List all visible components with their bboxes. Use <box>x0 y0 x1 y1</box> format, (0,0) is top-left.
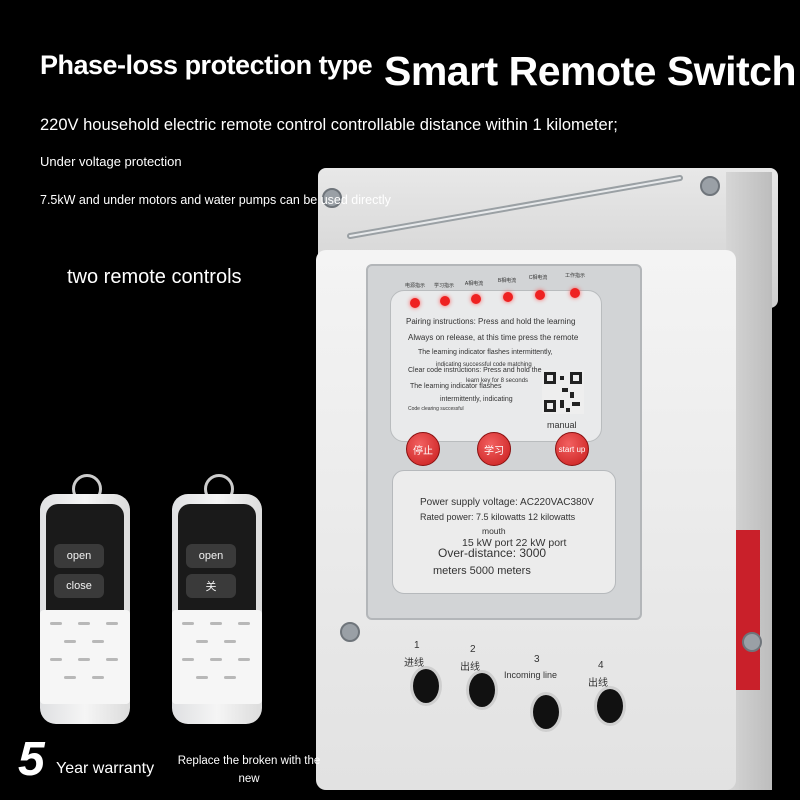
instruction-label <box>390 290 602 442</box>
screw-icon <box>700 176 720 196</box>
led-label: 学习指示 <box>433 283 454 289</box>
manual-label: manual <box>547 420 577 430</box>
warranty-number: 5 <box>18 733 45 786</box>
indicator-led <box>503 292 513 302</box>
instruction-line: indicating successful code matching <box>436 362 532 368</box>
terminal-2: 2 出线 <box>452 640 508 760</box>
learn-button[interactable]: 学习 <box>477 432 511 466</box>
led-label: 工作指示 <box>564 273 585 279</box>
feature-line-3: 7.5kW and under motors and water pumps c… <box>40 193 391 207</box>
cable-entry-hole <box>410 666 442 706</box>
spec-port: 15 kW port 22 kW port <box>462 537 567 549</box>
terminal-number: 3 <box>534 654 540 665</box>
cable-entry-hole <box>594 686 626 726</box>
spec-distance: Over-distance: 3000 <box>438 546 547 560</box>
red-sticker <box>736 530 760 690</box>
instruction-line: Code clearing successful <box>408 406 464 412</box>
spec-meters: meters 5000 meters <box>433 565 531 577</box>
indicator-led <box>440 296 450 306</box>
terminal-number: 2 <box>470 644 476 655</box>
headline-left: Phase-loss protection type <box>40 50 373 80</box>
terminal-number: 4 <box>598 660 604 671</box>
indicator-led <box>570 288 580 298</box>
feature-line-2: Under voltage protection <box>40 154 182 169</box>
remote-close-button[interactable]: close <box>54 574 104 598</box>
spec-supply: Power supply voltage: AC220VAC380V <box>420 497 594 508</box>
remote-control-2: open 关 <box>172 474 262 724</box>
terminal-label: 进线 <box>404 658 424 669</box>
antenna-icon <box>347 175 683 239</box>
instruction-line: intermittently, indicating <box>440 396 513 403</box>
terminal-4: 4 出线 <box>580 656 636 776</box>
remote-close-button[interactable]: 关 <box>186 574 236 598</box>
led-label: B相电流 <box>497 278 517 284</box>
terminal-label: 出线 <box>588 678 608 689</box>
terminal-3: 3 Incoming line <box>504 650 572 770</box>
screw-icon <box>322 188 342 208</box>
replace-text: Replace the broken with the new <box>177 755 321 786</box>
headline-right: Smart Remote Switch <box>384 48 797 94</box>
spec-rated: Rated power: 7.5 kilowatts 12 kilowatts <box>420 512 576 522</box>
screw-icon <box>742 632 762 652</box>
terminal-row: 1 进线 2 出线 3 Incoming line 4 出线 <box>396 636 646 766</box>
led-label: 电源指示 <box>404 283 425 289</box>
screw-icon <box>340 622 360 642</box>
instruction-line: Pairing instructions: Press and hold the… <box>406 317 576 326</box>
instruction-line: Clear code instructions: Press and hold … <box>408 367 542 374</box>
qr-code-icon <box>542 370 584 414</box>
terminal-label: Incoming line <box>504 670 558 680</box>
spec-mouth: mouth <box>482 526 506 536</box>
remote-control-1: open close <box>40 474 130 724</box>
feature-line-4: two remote controls <box>67 266 242 288</box>
remote-open-button[interactable]: open <box>186 544 236 568</box>
led-label: C相电流 <box>528 275 548 281</box>
terminal-1: 1 进线 <box>396 636 452 756</box>
indicator-led <box>410 298 420 308</box>
stop-button[interactable]: 停止 <box>406 432 440 466</box>
remote-grip <box>40 610 130 704</box>
indicator-led <box>535 290 545 300</box>
instruction-line: learn key for 8 seconds <box>466 378 529 384</box>
instruction-line: The learning indicator flashes intermitt… <box>418 349 553 356</box>
start-button[interactable]: start up <box>555 432 589 466</box>
spec-label <box>392 470 616 594</box>
cable-entry-hole <box>530 692 562 732</box>
instruction-line: Always on release, at this time press th… <box>408 333 579 342</box>
warranty-text: Year warranty <box>56 760 155 777</box>
led-label: A相电流 <box>464 281 484 287</box>
feature-line-1: 220V household electric remote control c… <box>40 116 618 134</box>
terminal-label: 出线 <box>460 662 480 673</box>
cable-entry-hole <box>466 670 498 710</box>
terminal-number: 1 <box>414 640 420 651</box>
remote-open-button[interactable]: open <box>54 544 104 568</box>
indicator-led <box>471 294 481 304</box>
remote-grip <box>172 610 262 704</box>
instruction-line: The learning indicator flashes <box>410 383 502 390</box>
